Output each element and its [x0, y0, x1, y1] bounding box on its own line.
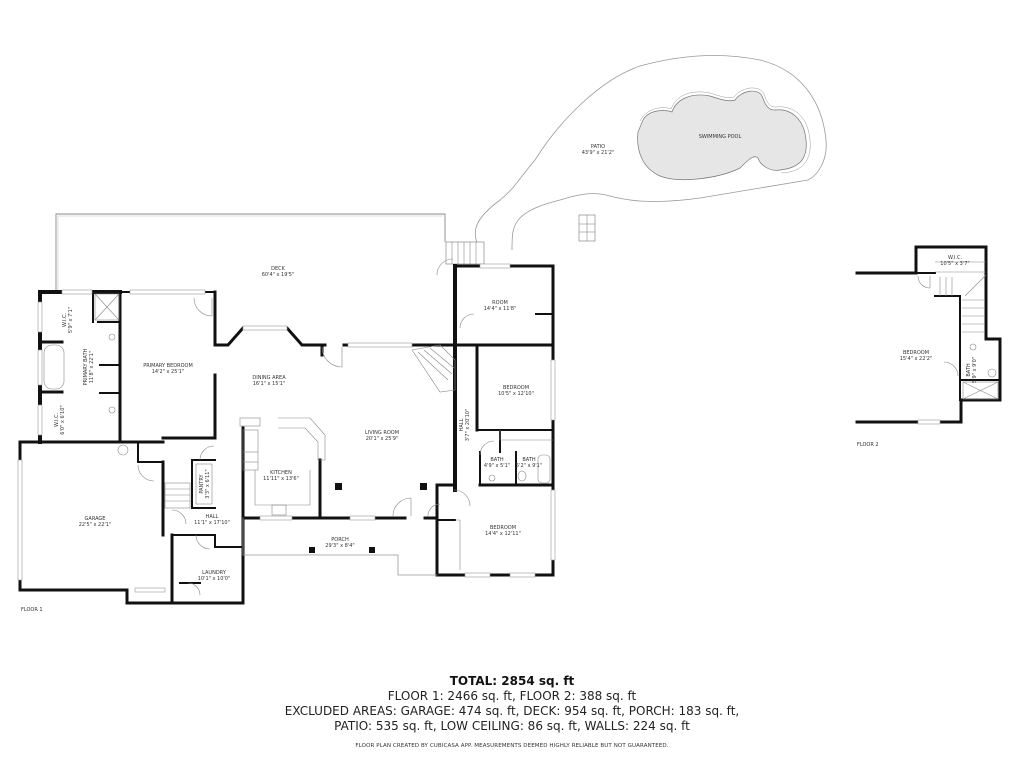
- garage-dims: 22'5" x 22'1": [79, 522, 112, 528]
- primary-bedroom-label: PRIMARY BEDROOM: [143, 363, 193, 369]
- bedroom2-dims: 14'4" x 12'11": [485, 531, 521, 537]
- deck-dims: 60'4" x 19'5": [262, 272, 295, 278]
- patio-area: PATIO 43'9" x 21'2" SWIMMING POOL: [474, 55, 827, 251]
- porch-dims: 29'3" x 8'4": [325, 543, 354, 549]
- hall2-label: HALL: [459, 418, 465, 431]
- primary-bath-dims: 11'8" x 22'1": [89, 351, 95, 384]
- deck-label: DECK: [271, 266, 286, 272]
- room-dims: 14'4" x 11'8": [484, 306, 517, 312]
- floor2-label: FLOOR 2: [857, 442, 879, 448]
- floor1-label: FLOOR 1: [21, 607, 43, 613]
- kitchen-dims: 11'11" x 13'6": [263, 476, 299, 482]
- primary-bath-label: PRIMARY BATH: [83, 348, 89, 385]
- patio-label: PATIO: [591, 144, 605, 150]
- room-label: ROOM: [492, 300, 508, 306]
- bath2-dims: 5'2" x 9'1": [516, 463, 542, 469]
- excluded-areas-line2: PATIO: 535 sq. ft, LOW CEILING: 86 sq. f…: [334, 719, 690, 733]
- bath2-label: BATH: [522, 457, 536, 463]
- floor1-windows: [17, 263, 556, 593]
- f2-bedroom-label: BEDROOM: [903, 350, 929, 356]
- f2-bedroom-dims: 15'4" x 22'2": [900, 356, 933, 362]
- wic2-label: W.I.C.: [54, 413, 60, 428]
- kitchen-label: KITCHEN: [270, 470, 292, 476]
- bath1-dims: 4'9" x 5'1": [484, 463, 510, 469]
- f2-wic-label: W.I.C.: [948, 255, 963, 261]
- posts: [309, 483, 427, 553]
- floor2-walls: [855, 245, 1002, 424]
- laundry-label: LAUNDRY: [202, 570, 227, 576]
- floor-areas: FLOOR 1: 2466 sq. ft, FLOOR 2: 388 sq. f…: [387, 689, 637, 703]
- porch-label: PORCH: [331, 537, 349, 543]
- deck-area: DECK 60'4" x 19'5": [55, 213, 485, 290]
- wic2-dims: 6'0" x 6'10": [60, 405, 66, 434]
- pool-label: SWIMMING POOL: [699, 134, 742, 140]
- f2-bath-dims: 5'9" x 9'0": [972, 357, 978, 383]
- bedroom1-label: BEDROOM: [503, 385, 529, 391]
- wic1-label: W.I.C.: [62, 313, 68, 328]
- f2-wic-dims: 10'5" x 3'7": [940, 261, 969, 267]
- hall1-dims: 11'1" x 17'10": [194, 520, 230, 526]
- disclaimer: FLOOR PLAN CREATED BY CUBICASA APP. MEAS…: [355, 743, 669, 749]
- total-area: TOTAL: 2854 sq. ft: [449, 674, 575, 688]
- floor1-fixtures: [43, 258, 553, 596]
- excluded-areas-line1: EXCLUDED AREAS: GARAGE: 474 sq. ft, DECK…: [284, 704, 740, 718]
- f2-bath-label: BATH: [966, 363, 972, 377]
- primary-bedroom-dims: 14'2" x 25'1": [152, 369, 185, 375]
- patio-dims: 43'9" x 21'2": [582, 150, 615, 156]
- hall2-dims: 3'7" x 20'10": [465, 409, 471, 442]
- floor1-walls: [18, 264, 555, 605]
- dining-label: DINING AREA: [252, 375, 286, 381]
- bedroom1-dims: 10'5" x 12'10": [498, 391, 534, 397]
- living-label: LIVING ROOM: [365, 430, 399, 436]
- garage-label: GARAGE: [85, 516, 106, 522]
- floor2-labels: W.I.C. 10'5" x 3'7" BEDROOM 15'4" x 22'2…: [857, 255, 978, 448]
- floor1-labels: W.I.C. 5'9" x 7'1" PRIMARY BATH 11'8" x …: [21, 300, 542, 613]
- floor2-fixtures: [917, 261, 999, 425]
- bath1-label: BATH: [490, 457, 504, 463]
- pantry-dims: 3'3" x 6'11": [205, 469, 211, 498]
- living-dims: 20'1" x 25'9": [366, 436, 399, 442]
- dining-dims: 16'1" x 15'1": [253, 381, 286, 387]
- pantry-label: PANTRY: [199, 473, 205, 493]
- wic1-dims: 5'9" x 7'1": [68, 307, 74, 333]
- laundry-dims: 10'1" x 10'0": [198, 576, 231, 582]
- hall1-label: HALL: [206, 514, 219, 520]
- bedroom2-label: BEDROOM: [490, 525, 516, 531]
